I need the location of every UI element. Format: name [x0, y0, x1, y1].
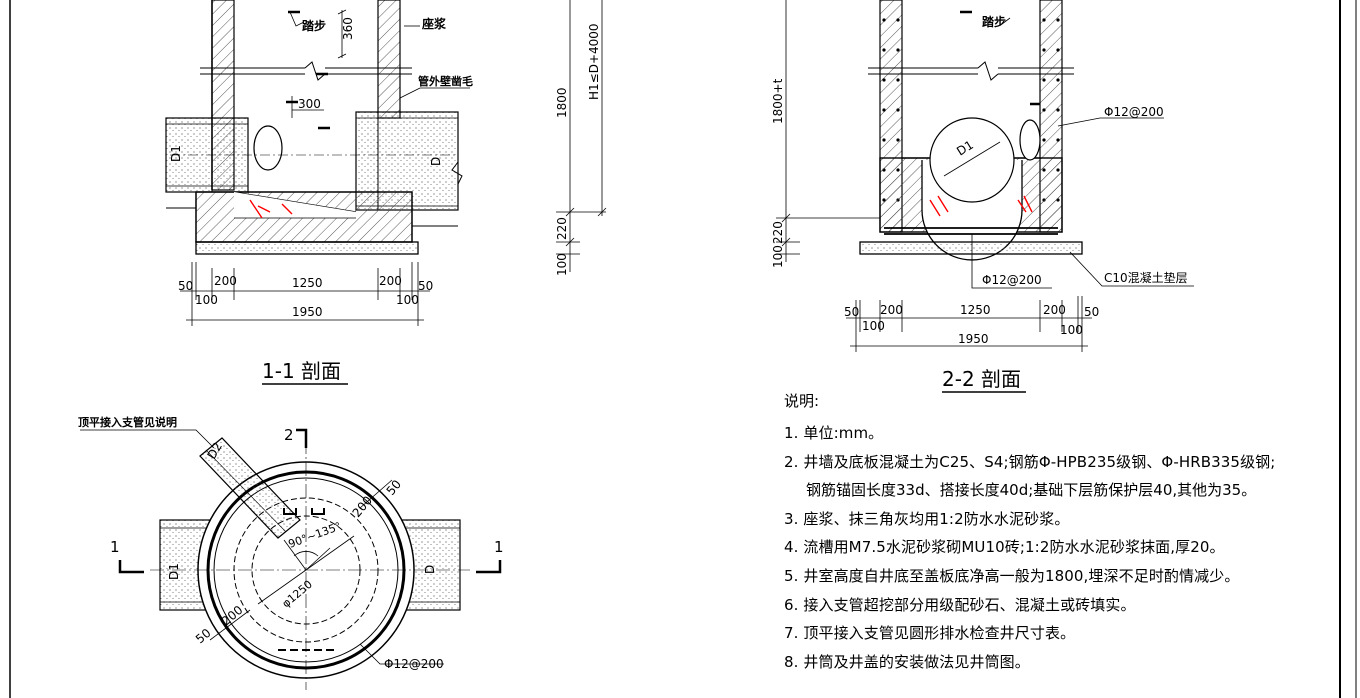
label-d-plan: D	[423, 565, 437, 574]
dim-1250-2-2: 1250	[960, 303, 991, 317]
label-d-1-1: D	[429, 157, 443, 166]
dim-100-2-2: 100	[771, 245, 785, 268]
dim-100a-1-1: 100	[195, 293, 218, 307]
dim-1250-1-1: 1250	[292, 276, 323, 290]
section-marker-2-top: 2	[284, 426, 294, 444]
label-d1-plan: D1	[167, 563, 181, 580]
dim-100a-2-2: 100	[862, 319, 885, 333]
label-step-2-2: 踏步	[982, 14, 1006, 29]
dim-50b-2-2: 50	[1084, 305, 1099, 319]
dim-360: 360	[341, 17, 355, 40]
label-cushion: C10混凝土垫层	[1104, 270, 1188, 285]
section-marker-1-right: 1	[494, 538, 504, 556]
notes-title: 说明:	[784, 392, 820, 410]
dim-100-1-1: 100	[555, 253, 569, 276]
note-1: 1. 单位:mm。	[784, 424, 884, 442]
dim-1950-1-1: 1950	[292, 305, 323, 319]
dim-220-2-2: 220	[771, 221, 785, 244]
dim-220-1-1: 220	[555, 217, 569, 240]
section-1-1	[165, 0, 607, 326]
note-5: 5. 井室高度自井底至盖板底净高一般为1800,埋深不足时酌情减少。	[784, 566, 1240, 585]
dim-100b-1-1: 100	[396, 293, 419, 307]
dim-50-top: 50	[384, 477, 405, 498]
dim-1800t: 1800+t	[771, 78, 785, 124]
dim-200b-1-1: 200	[379, 274, 402, 288]
note-6: 6. 接入支管超挖部分用级配砂石、混凝土或砖填实。	[784, 595, 1136, 614]
dim-1800-1-1: 1800	[555, 87, 569, 118]
dim-100b-2-2: 100	[1060, 323, 1083, 337]
label-rebar-plan: Φ12@200	[384, 657, 444, 671]
plan-view	[80, 428, 502, 690]
label-pipe-wall: 管外壁凿毛	[418, 74, 473, 88]
label-rebar-bottom-2-2: Φ12@200	[982, 273, 1042, 287]
label-mortar-1-1: 座浆	[421, 16, 447, 31]
dim-200a-1-1: 200	[214, 274, 237, 288]
note-3: 3. 座浆、抹三角灰均用1:2防水水泥砂浆。	[784, 509, 1070, 528]
label-rebar-top-2-2: Φ12@200	[1104, 105, 1164, 119]
note-4: 4. 流槽用M7.5水泥砂浆砌MU10砖;1:2防水水泥砂浆抹面,厚20。	[784, 538, 1225, 557]
section-marker-1-left: 1	[110, 538, 120, 556]
section-2-2-texts: 踏步 Φ12@200 Φ12@200 C10混凝土垫层 D1 1800+t 22…	[771, 14, 1188, 391]
label-branch-note: 顶平接入支管见说明	[78, 415, 177, 429]
note-8: 8. 井筒及井盖的安装做法见井筒图。	[784, 652, 1030, 671]
dim-200a-2-2: 200	[880, 303, 903, 317]
note-7: 7. 顶平接入支管见圆形排水检查井尺寸表。	[784, 624, 1076, 643]
dim-50a-1-1: 50	[178, 279, 193, 293]
title-2-2: 2-2 剖面	[942, 367, 1021, 391]
design-notes: 说明: 1. 单位:mm。 2. 井墙及底板混凝土为C25、S4;钢筋Φ-HPB…	[784, 390, 1344, 676]
label-d1-1-1: D1	[169, 145, 183, 162]
title-1-1: 1-1 剖面	[262, 359, 341, 383]
dim-1950-2-2: 1950	[958, 332, 989, 346]
label-step-1-1: 踏步	[302, 18, 326, 33]
dim-200b-2-2: 200	[1043, 303, 1066, 317]
section-1-1-texts: 踏步 座浆 管外壁凿毛 360 300 D1 D 200 1250 200 50…	[169, 16, 601, 383]
note-2: 2. 井墙及底板混凝土为C25、S4;钢筋Φ-HPB235级钢、Φ-HRB335…	[784, 452, 1276, 471]
section-2-2	[776, 0, 1194, 352]
note-2-continued: 钢筋锚固长度33d、搭接长度40d;基础下层筋保护层40,其他为35。	[806, 481, 1257, 500]
dim-50a-2-2: 50	[844, 305, 859, 319]
dim-300: 300	[298, 97, 321, 111]
dim-h1: H1≤D+4000	[587, 23, 601, 100]
dim-50b-1-1: 50	[418, 279, 433, 293]
dim-50-bottom: 50	[193, 626, 214, 647]
